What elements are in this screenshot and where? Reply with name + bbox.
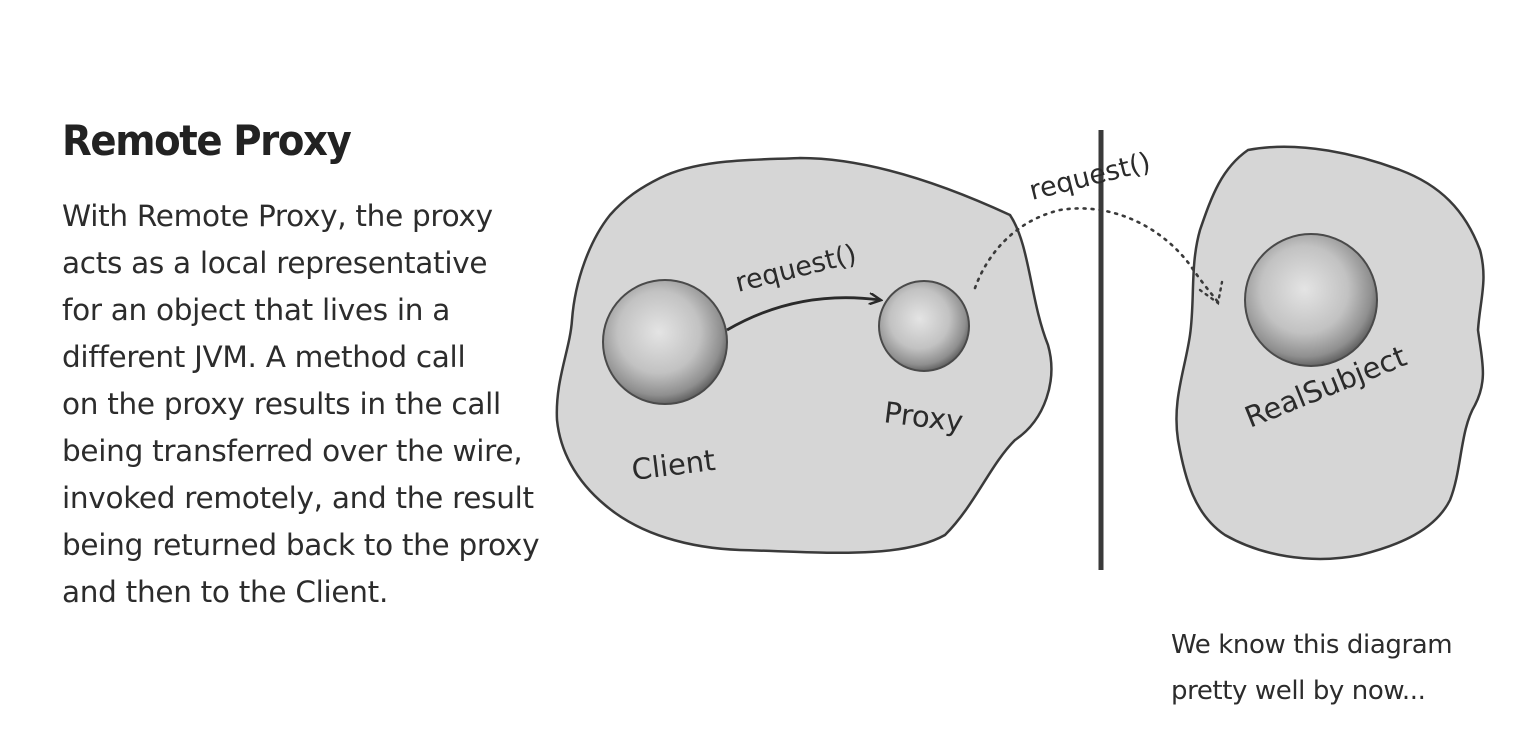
section-title: Remote Proxy <box>62 116 352 165</box>
real-subject-sphere <box>1244 233 1378 367</box>
local-jvm-blob <box>555 156 1053 555</box>
description-line: acts as a local representative <box>62 246 488 280</box>
description-line: and then to the Client. <box>62 575 389 609</box>
proxy-sphere <box>878 280 970 372</box>
description-line: invoked remotely, and the result <box>62 481 534 515</box>
caption-line: pretty well by now... <box>1171 676 1426 706</box>
description-line: With Remote Proxy, the proxy <box>62 199 493 233</box>
description-line: being returned back to the proxy <box>62 528 540 562</box>
diagram-caption: We know this diagram pretty well by now.… <box>1171 622 1471 714</box>
description-line: on the proxy results in the call <box>62 387 501 421</box>
remote-call-dotted-path <box>973 207 1220 304</box>
description-line: being transferred over the wire, <box>62 434 523 468</box>
client-sphere <box>602 279 728 405</box>
caption-line: We know this diagram <box>1171 630 1453 660</box>
remote-call-arrowhead <box>1198 280 1224 306</box>
description-paragraph: With Remote Proxy, the proxy acts as a l… <box>62 193 540 616</box>
local-call-arrow <box>726 298 880 332</box>
remote-call-label: request() <box>1026 147 1154 207</box>
description-line: different JVM. A method call <box>62 340 466 374</box>
description-line: for an object that lives in a <box>62 293 451 327</box>
